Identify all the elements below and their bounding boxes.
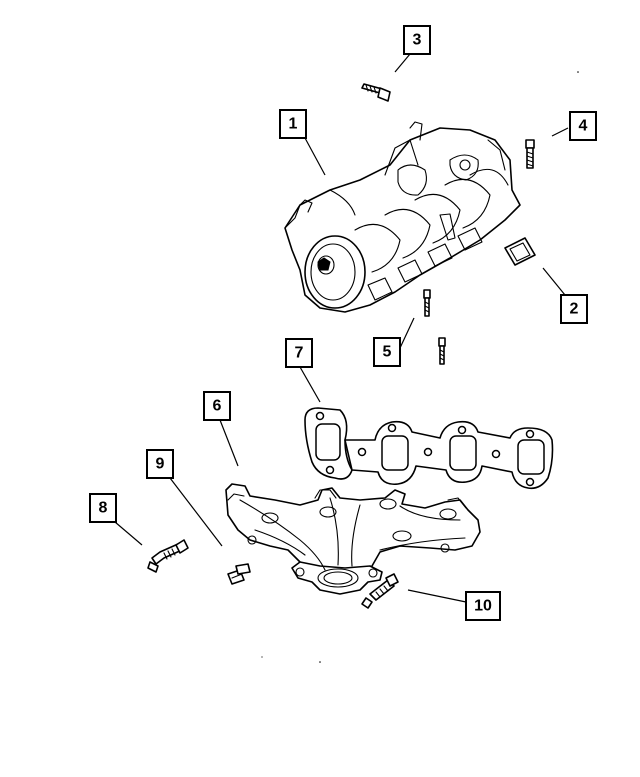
bolt-part-4 <box>525 139 535 169</box>
leader-5 <box>399 317 415 349</box>
stud-part-5a <box>423 289 431 317</box>
leader-10 <box>407 589 467 603</box>
leader-9 <box>169 477 223 547</box>
leader-1 <box>304 137 326 176</box>
callout-7-label: 7 <box>295 345 304 362</box>
speck <box>319 661 321 663</box>
callout-9-label: 9 <box>156 456 165 473</box>
callout-5-label: 5 <box>383 344 392 361</box>
callout-6: 6 <box>203 391 231 421</box>
stud-part-5b <box>438 337 446 365</box>
callout-9: 9 <box>146 449 174 479</box>
callout-8-label: 8 <box>99 500 108 517</box>
callout-10-label: 10 <box>474 598 492 615</box>
callout-1: 1 <box>279 109 307 139</box>
callout-5: 5 <box>373 337 401 367</box>
leader-7 <box>299 366 321 403</box>
leader-4 <box>551 127 569 137</box>
speck <box>261 656 263 658</box>
leader-2 <box>542 267 566 296</box>
callout-1-label: 1 <box>289 116 298 133</box>
exhaust-manifold <box>225 483 481 595</box>
nut-part-9 <box>227 563 251 585</box>
callout-3: 3 <box>403 25 431 55</box>
intake-manifold <box>284 121 521 313</box>
speck <box>577 71 579 73</box>
callout-8: 8 <box>89 493 117 523</box>
callout-3-label: 3 <box>413 32 422 49</box>
bolt-part-3 <box>361 83 391 102</box>
callout-10: 10 <box>465 591 501 621</box>
leader-8 <box>114 521 143 546</box>
leader-6 <box>219 419 239 467</box>
gasket-part-2 <box>504 237 536 266</box>
stud-part-10 <box>361 573 399 609</box>
callout-2-label: 2 <box>570 301 579 318</box>
callout-6-label: 6 <box>213 398 222 415</box>
stud-part-8 <box>147 539 189 573</box>
callout-2: 2 <box>560 294 588 324</box>
leader-3 <box>394 53 411 73</box>
callout-7: 7 <box>285 338 313 368</box>
callout-4-label: 4 <box>579 118 588 135</box>
callout-4: 4 <box>569 111 597 141</box>
exhaust-gasket <box>304 407 554 490</box>
